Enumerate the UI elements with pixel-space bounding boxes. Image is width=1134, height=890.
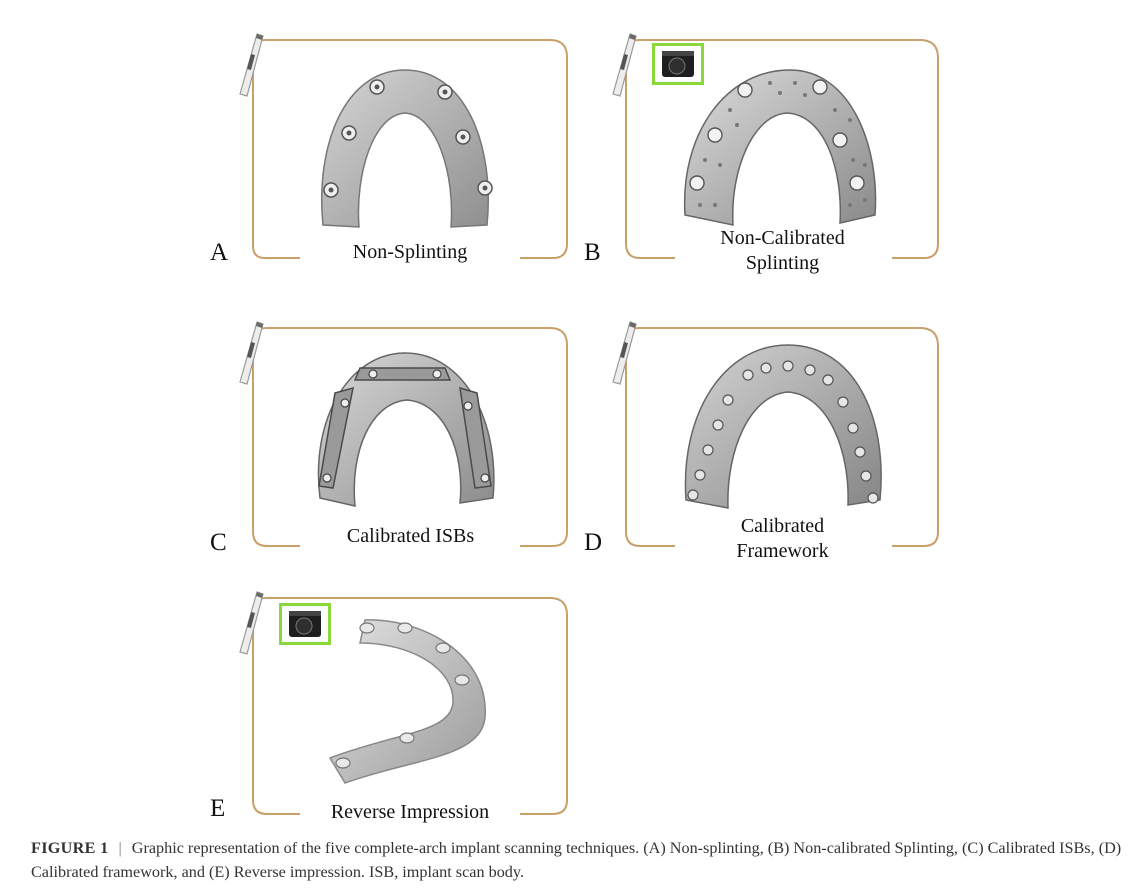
scan-body-thumbnail-icon (279, 603, 331, 645)
panel-title-line: Non-Calibrated (720, 227, 845, 249)
panel-d: D Calibrated Framework (580, 318, 950, 568)
panel-letter: B (584, 239, 601, 266)
panel-title-line: Reverse Impression (330, 801, 490, 823)
panel-title-line: Calibrated ISBs (346, 525, 475, 547)
panel-frame (625, 39, 939, 259)
panel-letter: E (210, 795, 226, 822)
panel-e: E Reverse Impression (205, 588, 575, 828)
dental-arch-model-icon (321, 69, 493, 228)
panel-title-line: Framework (736, 540, 829, 562)
panel-title: Non-Calibrated Splinting (700, 226, 865, 276)
panel-frame (252, 327, 568, 547)
dental-arch-model-icon (317, 352, 495, 507)
panel-a: A Non-Splinting (205, 30, 575, 280)
panel-letter: A (210, 239, 229, 266)
panel-frame (252, 39, 568, 259)
dental-arch-model-icon (684, 344, 882, 509)
panel-title: Non-Splinting (335, 240, 485, 265)
figure-caption: FIGURE 1 |Graphic representation of the f… (31, 836, 1126, 884)
panel-title-line: Non-Splinting (352, 241, 468, 263)
caption-separator: | (118, 839, 122, 857)
panel-title: Reverse Impression (317, 800, 503, 825)
panel-frame (252, 597, 568, 815)
figure-label: FIGURE 1 (31, 839, 109, 857)
panel-title-line: Calibrated (740, 515, 825, 537)
panel-letter: C (210, 529, 227, 556)
panel-title: Calibrated ISBs (333, 524, 488, 549)
dental-arch-model-icon (328, 619, 486, 784)
intraoral-scanner-icon (239, 591, 264, 655)
intraoral-scanner-icon (612, 321, 637, 385)
panel-letter: D (584, 529, 603, 556)
panel-title-line: Splinting (745, 252, 820, 274)
panel-title: Calibrated Framework (720, 514, 845, 564)
scan-body-thumbnail-icon (652, 43, 704, 85)
dental-arch-model-icon (683, 69, 877, 226)
intraoral-scanner-icon (239, 321, 264, 385)
panel-frame (625, 327, 939, 547)
caption-text: Graphic representation of the five compl… (31, 839, 1122, 881)
panel-b: B Non-Calibrated Splinting (580, 30, 950, 280)
intraoral-scanner-icon (612, 33, 637, 97)
intraoral-scanner-icon (239, 33, 264, 97)
panel-c: C Calibrated ISBs (205, 318, 575, 568)
